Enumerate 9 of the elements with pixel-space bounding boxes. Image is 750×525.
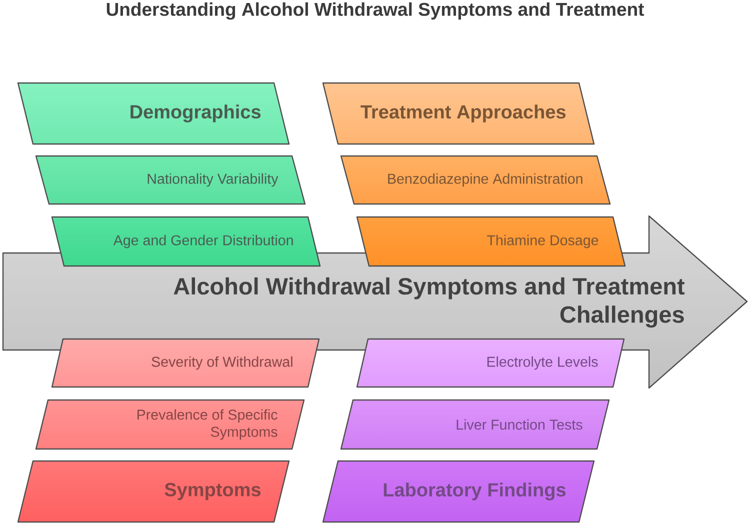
parallelogram-box: Prevalence of Specific Symptoms xyxy=(35,399,305,450)
parallelogram-box: Demographics xyxy=(17,82,290,145)
parallelogram-box: Liver Function Tests xyxy=(340,399,610,450)
parallelogram-box: Symptoms xyxy=(17,460,290,523)
parallelogram-box: Nationality Variability xyxy=(35,155,306,205)
parallelogram-box: Treatment Approaches xyxy=(322,82,595,145)
parallelogram-box: Laboratory Findings xyxy=(322,460,595,523)
title: Understanding Alcohol Withdrawal Symptoms and Treatment xyxy=(106,2,644,20)
parallelogram-box: Benzodiazepine Administration xyxy=(340,155,611,205)
